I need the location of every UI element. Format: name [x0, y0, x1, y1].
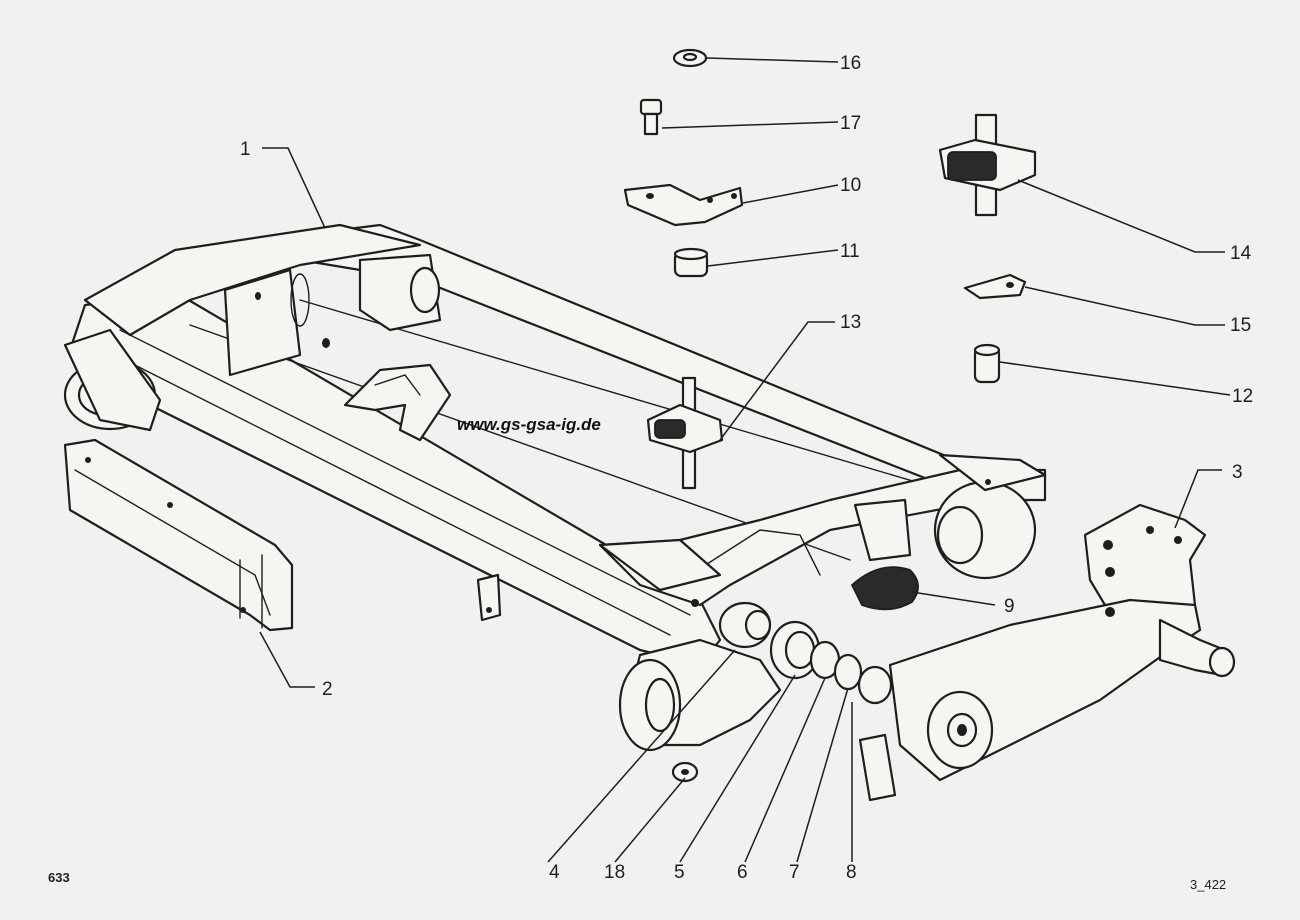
callout-7: 7 [789, 862, 800, 883]
underbody-panel [63, 438, 294, 632]
callout-18: 18 [604, 862, 625, 883]
callout-1: 1 [240, 139, 251, 160]
callout-13: 13 [840, 312, 861, 333]
trailing-arm [858, 503, 1236, 802]
part-12-spacer [973, 343, 1001, 384]
callout-10: 10 [840, 175, 861, 196]
figure-reference: 3_422 [1190, 877, 1226, 892]
callout-12: 12 [1232, 386, 1253, 407]
page-number: 633 [48, 870, 70, 885]
callout-5: 5 [674, 862, 685, 883]
subframe [63, 223, 1047, 752]
callout-16: 16 [840, 53, 861, 74]
part-11-spacer [673, 247, 709, 278]
callout-3: 3 [1232, 462, 1243, 483]
callout-2: 2 [322, 679, 333, 700]
callout-6: 6 [737, 862, 748, 883]
callout-17: 17 [840, 113, 861, 134]
watermark-text: www.gs-gsa-ig.de [457, 415, 601, 434]
leader-lines [259, 57, 1231, 863]
callout-15: 15 [1230, 315, 1251, 336]
part-15-plate [963, 273, 1027, 300]
callout-11: 11 [840, 241, 860, 262]
part-10-bracket [623, 183, 744, 227]
callout-9: 9 [1004, 596, 1015, 617]
part-17-bolt [639, 98, 663, 136]
callout-8: 8 [846, 862, 857, 883]
part-13-mount [646, 376, 724, 490]
part-8-shaft [857, 665, 893, 705]
part-14-mount [938, 113, 1037, 217]
part-7-ring [833, 653, 863, 691]
callout-labels: 1 2 3 4 5 6 7 8 9 10 11 12 13 14 15 16 1… [240, 53, 1253, 883]
pivot-bushing-stack [671, 601, 893, 783]
part-9-rubber-pad [850, 566, 919, 611]
callout-4: 4 [549, 862, 560, 883]
callout-14: 14 [1230, 243, 1252, 264]
